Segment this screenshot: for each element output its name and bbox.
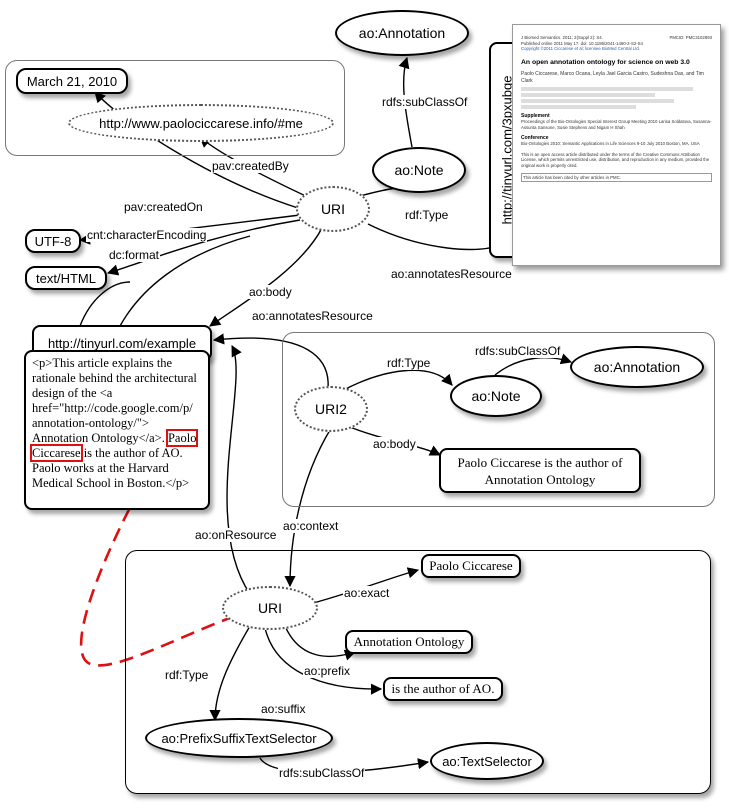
doc-supplement-text: Proceedings of the Bio-Ontologies Specia… bbox=[521, 119, 712, 130]
date-label: March 21, 2010 bbox=[26, 73, 118, 89]
doc-cited: This article has been cited by other art… bbox=[521, 172, 712, 183]
label-rdftype-bottom: rdf:Type bbox=[164, 668, 210, 682]
edge-exact bbox=[309, 567, 420, 605]
example-url-label: http://tinyurl.com/example bbox=[47, 335, 197, 351]
doc-published: Published online 2011 May 17. doi: 10.11… bbox=[521, 40, 643, 46]
uri2-label: URI2 bbox=[315, 401, 347, 417]
doc-affil-line bbox=[521, 92, 655, 97]
label-aobody-top: ao:body bbox=[248, 285, 293, 299]
note-top-node: ao:Note bbox=[372, 147, 466, 193]
note-top-label: ao:Note bbox=[394, 162, 444, 178]
edge-onresource bbox=[226, 345, 251, 595]
selector-group bbox=[125, 550, 711, 794]
texthtml-node: text/HTML bbox=[25, 266, 107, 290]
body-group bbox=[282, 332, 715, 507]
doc-copyright: Copyright ©2011 Ciccarese et al; license… bbox=[521, 46, 640, 52]
exact-label: Paolo Ciccarese bbox=[429, 558, 513, 573]
label-rdftype-top: rdf:Type bbox=[404, 208, 450, 222]
doc-conference-text: Bio-Ontologies 2010: Semantic Applicatio… bbox=[521, 141, 700, 147]
doc-authors: Paolo Ciccarese, Marco Ocana, Leyla Jael… bbox=[521, 70, 704, 84]
text-selector-label: ao:TextSelector bbox=[442, 753, 532, 769]
annotation-mid-label: ao:Annotation bbox=[593, 359, 681, 375]
edge-context bbox=[284, 429, 331, 588]
prefix-node: Annotation Ontology bbox=[345, 630, 473, 654]
edge-aobody-top bbox=[209, 227, 323, 327]
edge-subclassof-mid bbox=[494, 353, 573, 376]
doc-pmcid: PMCID: PMC3102893 bbox=[669, 35, 712, 40]
author-uri-label: http://www.paolociccarese.info/#me bbox=[99, 115, 303, 131]
article-thumbnail: J Biomed Semantics. 2011; 2(Suppl 2): S4… bbox=[512, 24, 721, 266]
html-content-after: is the author of AO. Paolo works at the … bbox=[32, 446, 190, 490]
doc-conference-heading: Conference bbox=[521, 134, 549, 141]
body-text-label: Paolo Ciccarese is the author of Annotat… bbox=[457, 454, 623, 487]
doc-supplement-heading: Supplement bbox=[521, 112, 550, 119]
note-mid-label: ao:Note bbox=[471, 388, 521, 404]
body-text-node: Paolo Ciccarese is the author of Annotat… bbox=[439, 448, 641, 493]
doc-title: An open annotation ontology for science … bbox=[521, 58, 690, 66]
label-exact: ao:exact bbox=[343, 586, 391, 600]
html-content-box: <p>This article explains the rationale b… bbox=[24, 350, 210, 510]
label-rdftype-mid: rdf:Type bbox=[386, 356, 432, 370]
annotation-top-node: ao:Annotation bbox=[335, 10, 469, 56]
exact-node: Paolo Ciccarese bbox=[421, 554, 521, 578]
selector-label: ao:PrefixSuffixTextSelector bbox=[161, 730, 317, 746]
note-mid-node: ao:Note bbox=[450, 375, 542, 417]
edge-rdftype-bottom bbox=[209, 625, 251, 722]
utf8-node: UTF-8 bbox=[25, 229, 81, 253]
label-aobody-mid: ao:body bbox=[372, 437, 417, 451]
uri-top-label: URI bbox=[320, 201, 346, 217]
edge-annotates-mid bbox=[212, 333, 329, 389]
suffix-label: is the author of AO. bbox=[391, 681, 495, 696]
date-node: March 21, 2010 bbox=[16, 68, 128, 94]
author-uri-node: http://www.paolociccarese.info/#me bbox=[68, 104, 334, 142]
label-onresource: ao:onResource bbox=[194, 528, 278, 542]
uri-bottom-label: URI bbox=[257, 600, 283, 616]
label-createdon: pav:createdOn bbox=[123, 200, 204, 214]
edge-createdon bbox=[94, 91, 299, 209]
uri-top-node: URI bbox=[296, 186, 370, 232]
label-prefix: ao:prefix bbox=[303, 664, 352, 678]
label-dcformat: dc:format bbox=[108, 248, 161, 262]
label-subclassof-bottom: rdfs:subClassOf bbox=[278, 766, 366, 780]
edge-example-utf8 bbox=[119, 235, 251, 327]
uri2-node: URI2 bbox=[294, 386, 368, 432]
text-selector-node: ao:TextSelector bbox=[430, 742, 544, 780]
suffix-node: is the author of AO. bbox=[383, 677, 503, 701]
label-context: ao:context bbox=[282, 519, 340, 533]
label-createdby: pav:createdBy bbox=[211, 159, 290, 173]
uri-bottom-node: URI bbox=[222, 586, 318, 630]
selector-node: ao:PrefixSuffixTextSelector bbox=[145, 718, 333, 758]
label-subclassof-top: rdfs:subClassOf bbox=[381, 95, 469, 109]
edge-rdftype-mid bbox=[339, 369, 453, 393]
doc-license: This is an open access article distribut… bbox=[521, 151, 710, 168]
edge-dcformat bbox=[106, 219, 301, 276]
edge-highlight-reference bbox=[79, 468, 236, 667]
label-suffix: ao:suffix bbox=[260, 702, 307, 716]
edge-annotates-top bbox=[367, 223, 505, 254]
creator-group bbox=[5, 60, 345, 156]
label-annotates-top: ao:annotatesResource bbox=[390, 267, 513, 281]
highlighted-text: Paolo Ciccarese bbox=[29, 429, 199, 462]
doc-affil-line bbox=[521, 86, 693, 91]
edge-example-format bbox=[79, 281, 131, 327]
doc-affil-line bbox=[521, 104, 636, 109]
label-charencoding: cnt:characterEncoding bbox=[86, 228, 208, 242]
doc-journal: J Biomed Semantics. 2011; 2(Suppl 2): S4… bbox=[521, 35, 603, 40]
annotation-mid-node: ao:Annotation bbox=[570, 346, 704, 388]
html-content-before: <p>This article explains the rationale b… bbox=[32, 356, 197, 445]
annotation-top-label: ao:Annotation bbox=[358, 25, 446, 41]
prefix-label: Annotation Ontology bbox=[353, 634, 465, 649]
doc-affil-line bbox=[521, 98, 674, 103]
label-annotates-mid: ao:annotatesResource bbox=[251, 309, 374, 323]
texthtml-label: text/HTML bbox=[36, 270, 96, 286]
utf8-label: UTF-8 bbox=[34, 233, 72, 249]
label-subclassof-mid: rdfs:subClassOf bbox=[474, 344, 562, 358]
edge-prefix bbox=[284, 625, 357, 661]
